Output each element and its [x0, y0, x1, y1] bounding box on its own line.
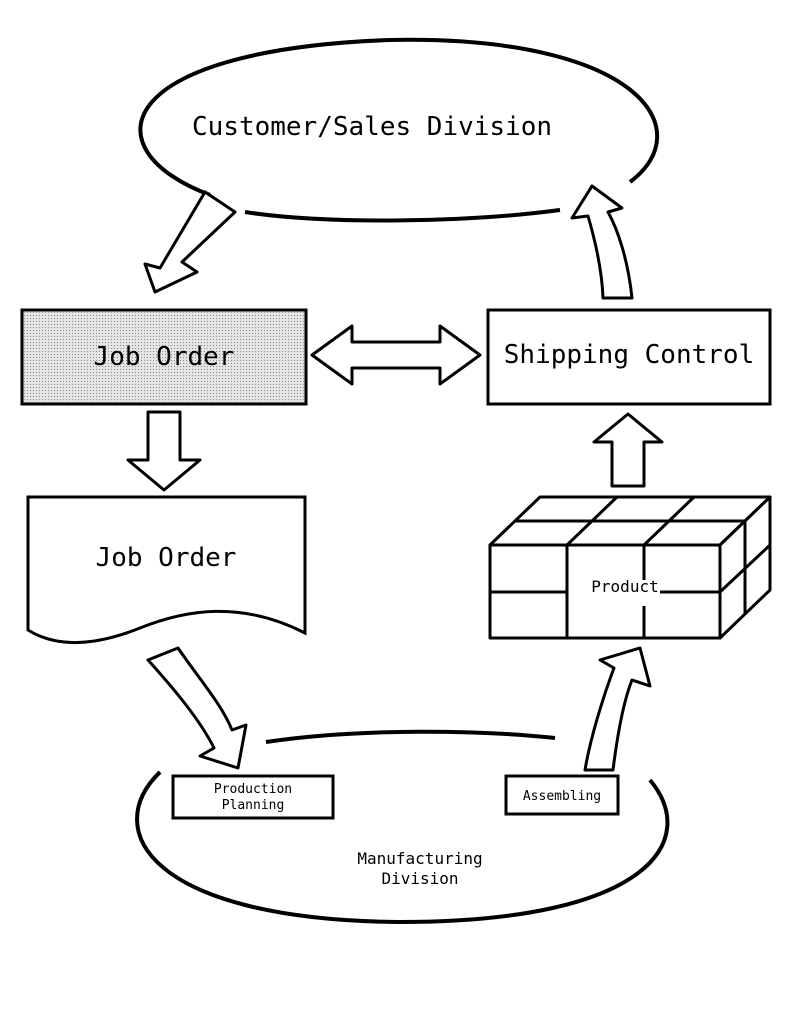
assembling-box [504, 774, 620, 816]
shipping-control-box [486, 308, 772, 406]
production-planning-box [171, 774, 335, 820]
shipping-control-label: Shipping Control [504, 340, 754, 370]
arrow-assembling-to-product [583, 646, 652, 772]
arrow-shipping-to-customer [570, 184, 634, 300]
assembling-label: Assembling [523, 789, 601, 804]
job-order-box [20, 308, 308, 406]
arrow-down-to-document [126, 410, 202, 492]
customer-sales-ellipse [138, 37, 660, 223]
job-order-document [26, 495, 307, 645]
manufacturing-label-line2: Division [381, 869, 458, 888]
job-order-document-label: Job Order [96, 543, 237, 573]
job-order-box-label: Job Order [94, 342, 235, 372]
arrow-product-to-shipping [592, 412, 664, 488]
manufacturing-ellipse [135, 729, 670, 925]
arrow-document-to-planning [146, 646, 248, 770]
customer-sales-label: Customer/Sales Division [192, 112, 552, 142]
product-label: Product [591, 577, 658, 596]
double-arrow-icon [310, 324, 482, 386]
arrow-customer-to-job-order [143, 190, 237, 294]
product-box-icon [488, 495, 772, 640]
production-planning-label-line1: Production [214, 782, 292, 797]
production-planning-label-line2: Planning [222, 798, 285, 813]
manufacturing-label-line1: Manufacturing [357, 849, 482, 868]
